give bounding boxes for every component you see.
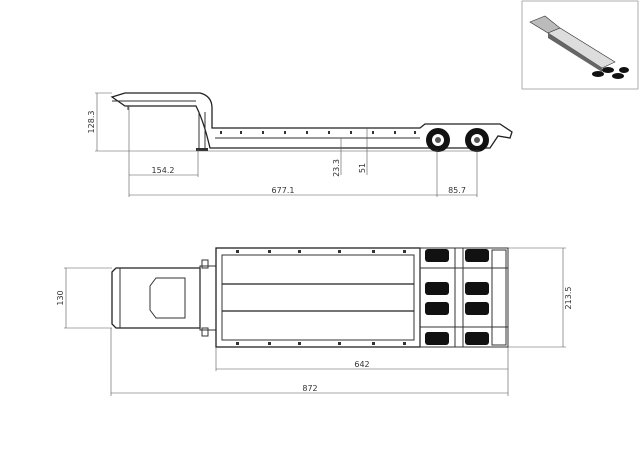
dim-gooseneck-height: 128.3 xyxy=(87,111,96,134)
wheel-rear xyxy=(465,128,489,152)
dim-overall-width: 213.5 xyxy=(564,287,573,310)
dim-deck-height: 23.3 xyxy=(332,159,341,177)
tires-top xyxy=(425,249,489,345)
dim-deck-length: 642 xyxy=(354,360,369,369)
side-view xyxy=(95,92,513,197)
deck-stake-pockets xyxy=(220,131,416,134)
trailer-3d-render-icon xyxy=(529,15,629,79)
dim-gooseneck-width: 130 xyxy=(56,290,65,305)
dim-kingpin-axle: 677.1 xyxy=(272,186,295,195)
dim-overall-length: 872 xyxy=(302,384,317,393)
wheel-front xyxy=(426,128,450,152)
thumbnail-3d-view xyxy=(521,0,639,90)
dim-kingpin-landing-gear: 154.2 xyxy=(152,166,175,175)
dim-axle-spacing: 85.7 xyxy=(448,186,466,195)
dim-platform-height: 51 xyxy=(358,163,367,173)
stake-pockets-top xyxy=(236,250,406,345)
top-view xyxy=(64,247,566,396)
